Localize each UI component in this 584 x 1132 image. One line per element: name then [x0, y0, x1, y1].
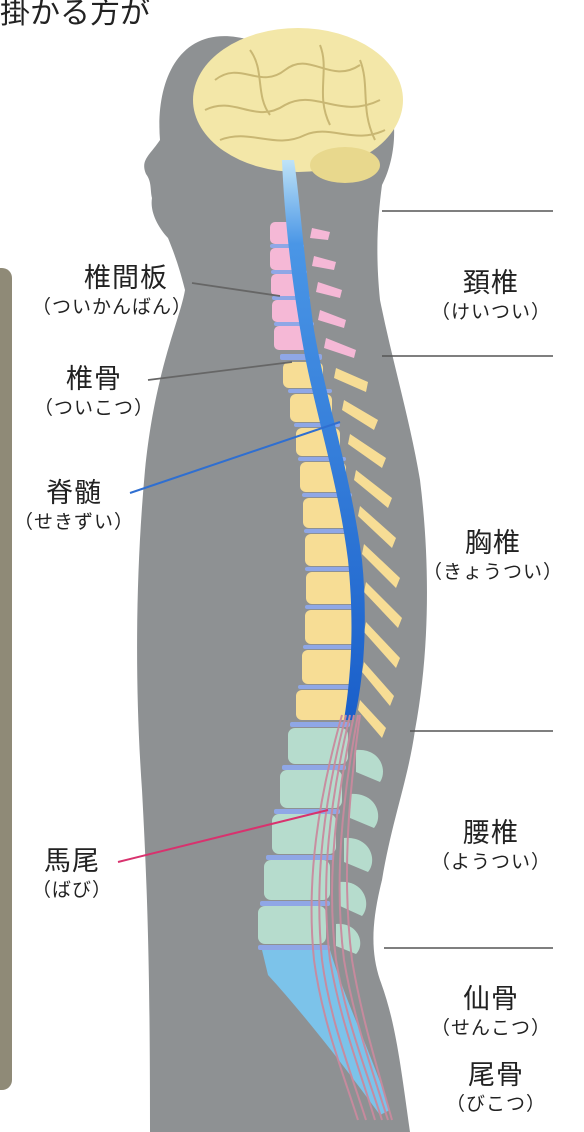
label-spinal-cord: 脊髄 （せきずい）	[4, 478, 144, 534]
label-reading: （ようつい）	[416, 850, 566, 874]
cerebellum	[310, 147, 380, 183]
label-thoracic: 胸椎 （きょうつい）	[408, 528, 578, 584]
label-reading: （ついこつ）	[14, 396, 174, 420]
label-cervical: 頚椎 （けいつい）	[416, 268, 566, 324]
label-name: 頚椎	[416, 268, 566, 300]
label-name: 腰椎	[416, 818, 566, 850]
label-name: 尾骨	[426, 1060, 566, 1092]
label-reading: （ついかんばん）	[12, 295, 212, 319]
label-name: 仙骨	[416, 984, 566, 1016]
label-intervertebral-disc: 椎間板 （ついかんばん）	[40, 263, 212, 319]
label-reading: （せきずい）	[4, 510, 144, 534]
label-reading: （びこつ）	[426, 1092, 566, 1116]
label-name: 椎骨	[14, 364, 174, 396]
label-cauda-equina: 馬尾 （ばび）	[22, 846, 122, 902]
label-reading: （ばび）	[22, 878, 122, 902]
label-name: 椎間板	[40, 263, 212, 295]
label-name: 馬尾	[22, 846, 122, 878]
label-name: 胸椎	[408, 528, 578, 560]
label-reading: （けいつい）	[416, 300, 566, 324]
label-sacrum: 仙骨 （せんこつ）	[416, 984, 566, 1040]
label-reading: （きょうつい）	[408, 560, 578, 584]
label-coccyx: 尾骨 （びこつ）	[426, 1060, 566, 1116]
label-name: 脊髄	[4, 478, 144, 510]
label-vertebra: 椎骨 （ついこつ）	[14, 364, 174, 420]
label-lumbar: 腰椎 （ようつい）	[416, 818, 566, 874]
label-reading: （せんこつ）	[416, 1016, 566, 1040]
